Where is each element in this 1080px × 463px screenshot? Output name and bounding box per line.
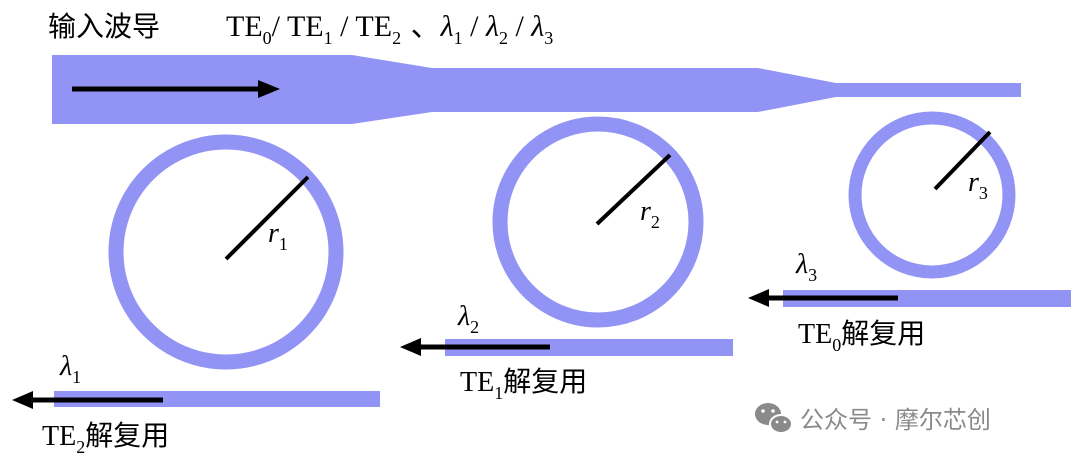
radius-label-2: r2: [640, 196, 660, 232]
drop-waveguide-2: [445, 339, 733, 356]
ring-resonator-1: [108, 134, 344, 370]
ring-resonator-2: [492, 116, 704, 328]
wechat-icon: [755, 403, 793, 434]
output-arrow-1: [12, 391, 163, 409]
radius-line-1: [224, 175, 310, 261]
output-demux-label-1: TE2解复用: [42, 419, 169, 457]
output-wavelength-label-2: λ2: [457, 301, 479, 337]
modes-wavelengths-label: TE0/ TE1 / TE2 、λ1 / λ2 / λ3: [226, 9, 553, 48]
input-waveguide-label: 输入波导: [48, 10, 160, 43]
watermark-text: 公众号 · 摩尔芯创: [800, 406, 991, 434]
output-demux-label-3: TE0解复用: [798, 317, 925, 355]
radius-label-3: r3: [968, 167, 988, 203]
output-wavelength-label-3: λ3: [795, 249, 817, 285]
radius-line-3: [933, 130, 992, 191]
radius-line-2: [595, 153, 672, 226]
output-demux-label-2: TE1解复用: [460, 365, 587, 403]
ring-resonator-3: [848, 111, 1016, 279]
output-arrow-3: [748, 289, 898, 307]
output-wavelength-label-1: λ1: [59, 351, 81, 387]
radius-label-1: r1: [268, 218, 288, 254]
drop-waveguide-1: [54, 391, 380, 407]
input-bus-waveguide: [52, 55, 1021, 124]
input-arrow: [72, 80, 280, 98]
output-arrow-2: [400, 338, 550, 356]
drop-waveguide-3: [783, 290, 1071, 307]
